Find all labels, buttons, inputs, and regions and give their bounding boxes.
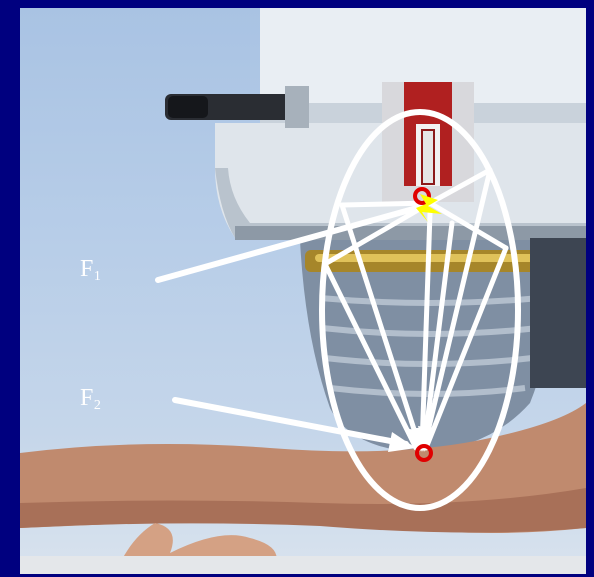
- machine-handle-grip: [168, 96, 208, 118]
- lithotripter-photo: [20, 8, 586, 574]
- focus1-letter: F: [80, 256, 94, 282]
- focus2-label: F2: [80, 385, 101, 414]
- electrode-core: [422, 130, 434, 184]
- focus1-label: F1: [80, 256, 101, 285]
- machine-lower-band: [235, 226, 586, 240]
- table-surface: [20, 556, 586, 574]
- focus1-subscript: 1: [94, 269, 102, 284]
- focus2-subscript: 2: [94, 398, 102, 413]
- machine-handle-base: [285, 86, 309, 128]
- focus2-letter: F: [80, 385, 94, 411]
- machine-side-dark: [530, 238, 586, 388]
- photo-scene: [20, 8, 586, 574]
